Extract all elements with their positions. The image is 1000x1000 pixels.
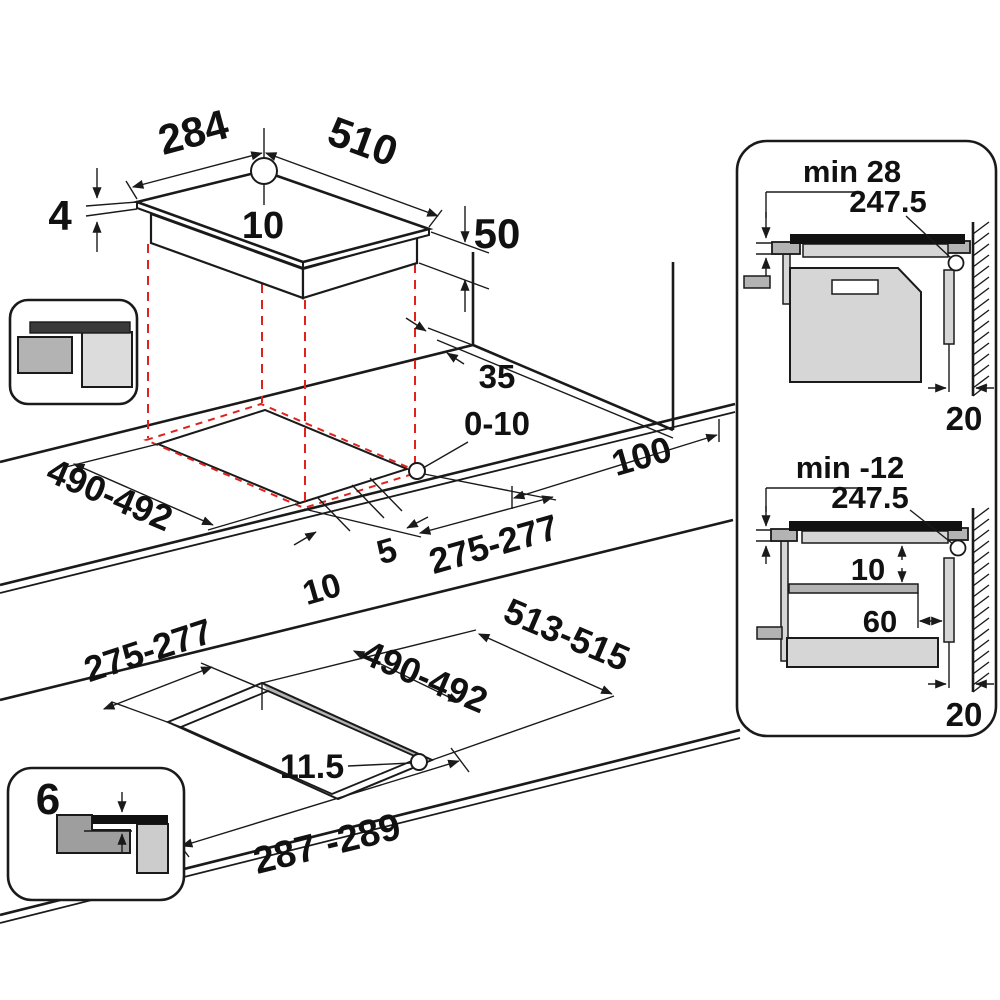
cable-gland [947,254,965,272]
dim-cable-position: 247.5 [831,480,909,515]
hob-body [802,243,949,258]
dim-hob-depth: 510 [322,107,404,175]
wall-base-edge [472,343,674,432]
oven-body [789,267,922,383]
dim-min-clearance: min -12 [796,450,905,485]
cutout-outline [155,408,410,505]
dim-hob-width: 284 [153,100,233,164]
fixing-tab [743,275,771,289]
isometric-hob: 10 284 510 4 50 [48,100,520,312]
wall-base-extension [427,327,476,347]
projection-lines [147,244,416,506]
hob-glass [789,521,962,531]
dim-line-275 [418,495,554,535]
wall-hatching [972,507,990,693]
corner-radius-circle [410,753,428,771]
inset-on-top-detail [8,298,139,406]
cable-gland-circle [250,157,278,185]
fixing-tab [756,626,783,640]
dim-cutout-depth: 490-492 [41,450,179,539]
dim-cable-position: 247.5 [849,184,927,219]
rear-spacer [943,269,955,345]
dim-outer-width: 287 -289 [249,806,405,883]
hob-body [801,530,949,544]
dim-extension-lines [65,443,301,531]
dim-cutout-width: 275-277 [424,506,562,582]
hob-glass-bar [92,815,168,824]
hob-glass-bar [29,321,131,334]
dim-front-clearance: 100 [607,428,676,484]
edge-offset-ticks [317,477,403,532]
dim-edge-10: 10 [299,566,346,613]
dim-corner-radius: 0-10 [464,405,530,442]
hob-glass [790,234,965,244]
dim-cutout-width: 275-277 [79,610,217,690]
counter-back-edge [0,343,474,464]
dim-line-275 [102,666,213,710]
cable-leader [905,215,952,259]
dim-shelf-setback: 60 [863,604,897,639]
dim-line-490 [352,650,460,703]
hob-body-block [136,823,169,874]
worktop-block [17,336,73,374]
worktop-left [770,528,798,542]
side-sections-panel: min 28 247.5 20 min -12 [735,139,998,738]
cabinet-block [81,331,133,388]
corner-radius-circle [408,462,426,480]
dim-line-287 [180,759,460,848]
oven-vent [831,279,879,295]
rear-spacer [943,557,955,643]
side-bracket [782,253,791,305]
dim-line-284 [131,151,263,189]
dim-line-100 [512,433,718,500]
side-section-on-top: min 28 247.5 20 [743,154,994,437]
dim-line-513 [477,633,613,695]
dim-extension-ticks [511,419,720,509]
dim-min-worktop: min 28 [803,154,901,189]
dim-line-510 [264,152,439,217]
dim-wall-gap: 20 [946,400,983,437]
intermediate-shelf [788,583,919,594]
side-section-flush: min -12 10 60 247.5 [756,450,994,733]
dim-edge-5: 5 [373,531,402,573]
cable-leader [909,509,954,545]
dim-gland-offset: 10 [242,205,284,247]
wall-hatching [972,221,990,397]
drawer-front [786,637,939,668]
dim-inner-length: 490-492 [356,632,494,721]
corner-radius-leader [422,441,469,469]
cable-gland [949,539,967,557]
dim-wall-clearance: 35 [479,358,516,395]
dim-body-height: 50 [474,210,521,257]
dim-outer-length: 513-515 [498,590,636,679]
inset-flush-detail: 6 [6,766,186,902]
dim-corner-radius: 11.5 [280,748,344,786]
dim-wall-gap: 20 [946,696,983,733]
dim-glass-thickness: 4 [48,192,72,239]
dim-line-490 [72,463,214,526]
worktop-left [771,241,801,255]
cutout-back-parallel-line [436,339,674,439]
dim-shelf-gap: 10 [851,552,885,587]
